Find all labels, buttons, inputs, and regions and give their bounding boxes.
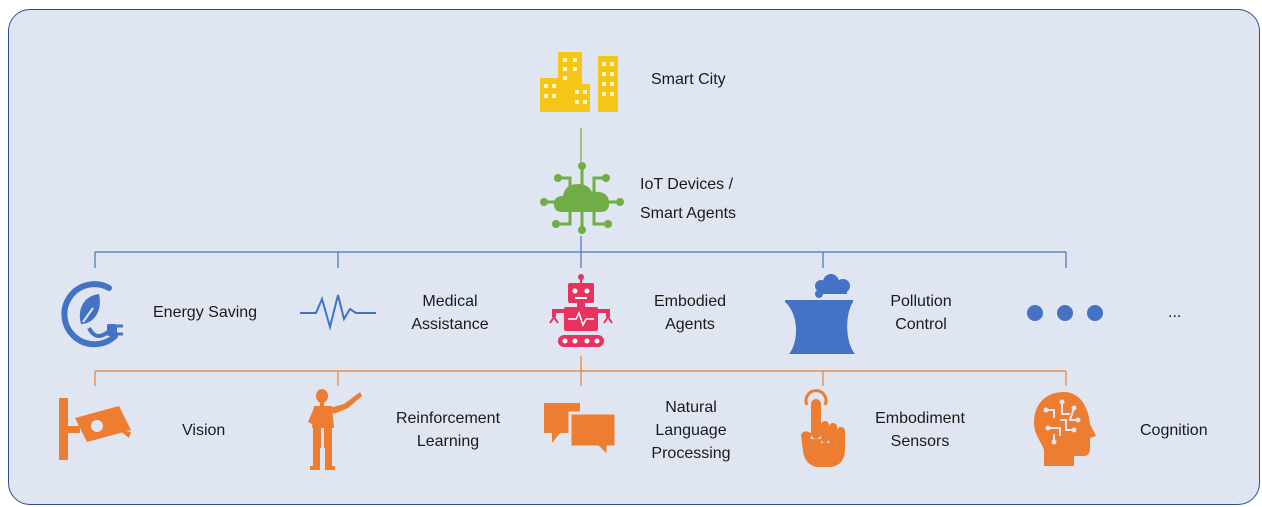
- capability-label-rl-1: Reinforcement: [395, 410, 501, 427]
- capability-label-rl-2: Learning: [416, 433, 480, 450]
- capability-connectors: [94, 356, 1067, 386]
- wooden-figure-icon: [308, 389, 362, 470]
- application-label-energy: Energy Saving: [153, 304, 258, 321]
- brain-head-icon: [1034, 392, 1096, 466]
- application-label-pollution-2: Control: [895, 316, 947, 333]
- city-buildings-icon: [540, 52, 618, 112]
- robot-icon: [549, 274, 613, 347]
- capability-label-nlp-1: Natural: [665, 399, 717, 416]
- hub-label-line1: IoT Devices /: [640, 176, 734, 193]
- application-label-medical-1: Medical: [422, 293, 478, 310]
- capability-label-nlp-3: Processing: [651, 445, 731, 462]
- application-label-pollution-1: Pollution: [890, 293, 952, 310]
- capability-label-nlp-2: Language: [655, 422, 727, 439]
- factory-smoke-icon: [785, 274, 855, 354]
- capability-label-sensors-2: Sensors: [890, 433, 950, 450]
- capability-label-sensors-1: Embodiment: [875, 410, 965, 427]
- touch-finger-icon: [801, 389, 845, 467]
- heartbeat-icon: [300, 294, 376, 331]
- capability-label-vision: Vision: [182, 422, 226, 439]
- hub-label-line2: Smart Agents: [640, 205, 737, 222]
- application-label-embodied-1: Embodied: [653, 293, 727, 310]
- root-label: Smart City: [651, 71, 726, 88]
- application-label-medical-2: Assistance: [411, 316, 489, 333]
- speech-bubbles-icon: [544, 403, 618, 459]
- energy-plug-icon: [61, 281, 123, 348]
- security-camera-icon: [59, 398, 131, 460]
- application-label-embodied-2: Agents: [665, 316, 715, 333]
- application-label-more: ...: [1168, 304, 1182, 321]
- iot-cloud-icon: [540, 162, 624, 234]
- capability-label-cognition: Cognition: [1140, 422, 1208, 439]
- application-connectors: [94, 236, 1067, 268]
- ellipsis-dots-icon: [1027, 305, 1103, 321]
